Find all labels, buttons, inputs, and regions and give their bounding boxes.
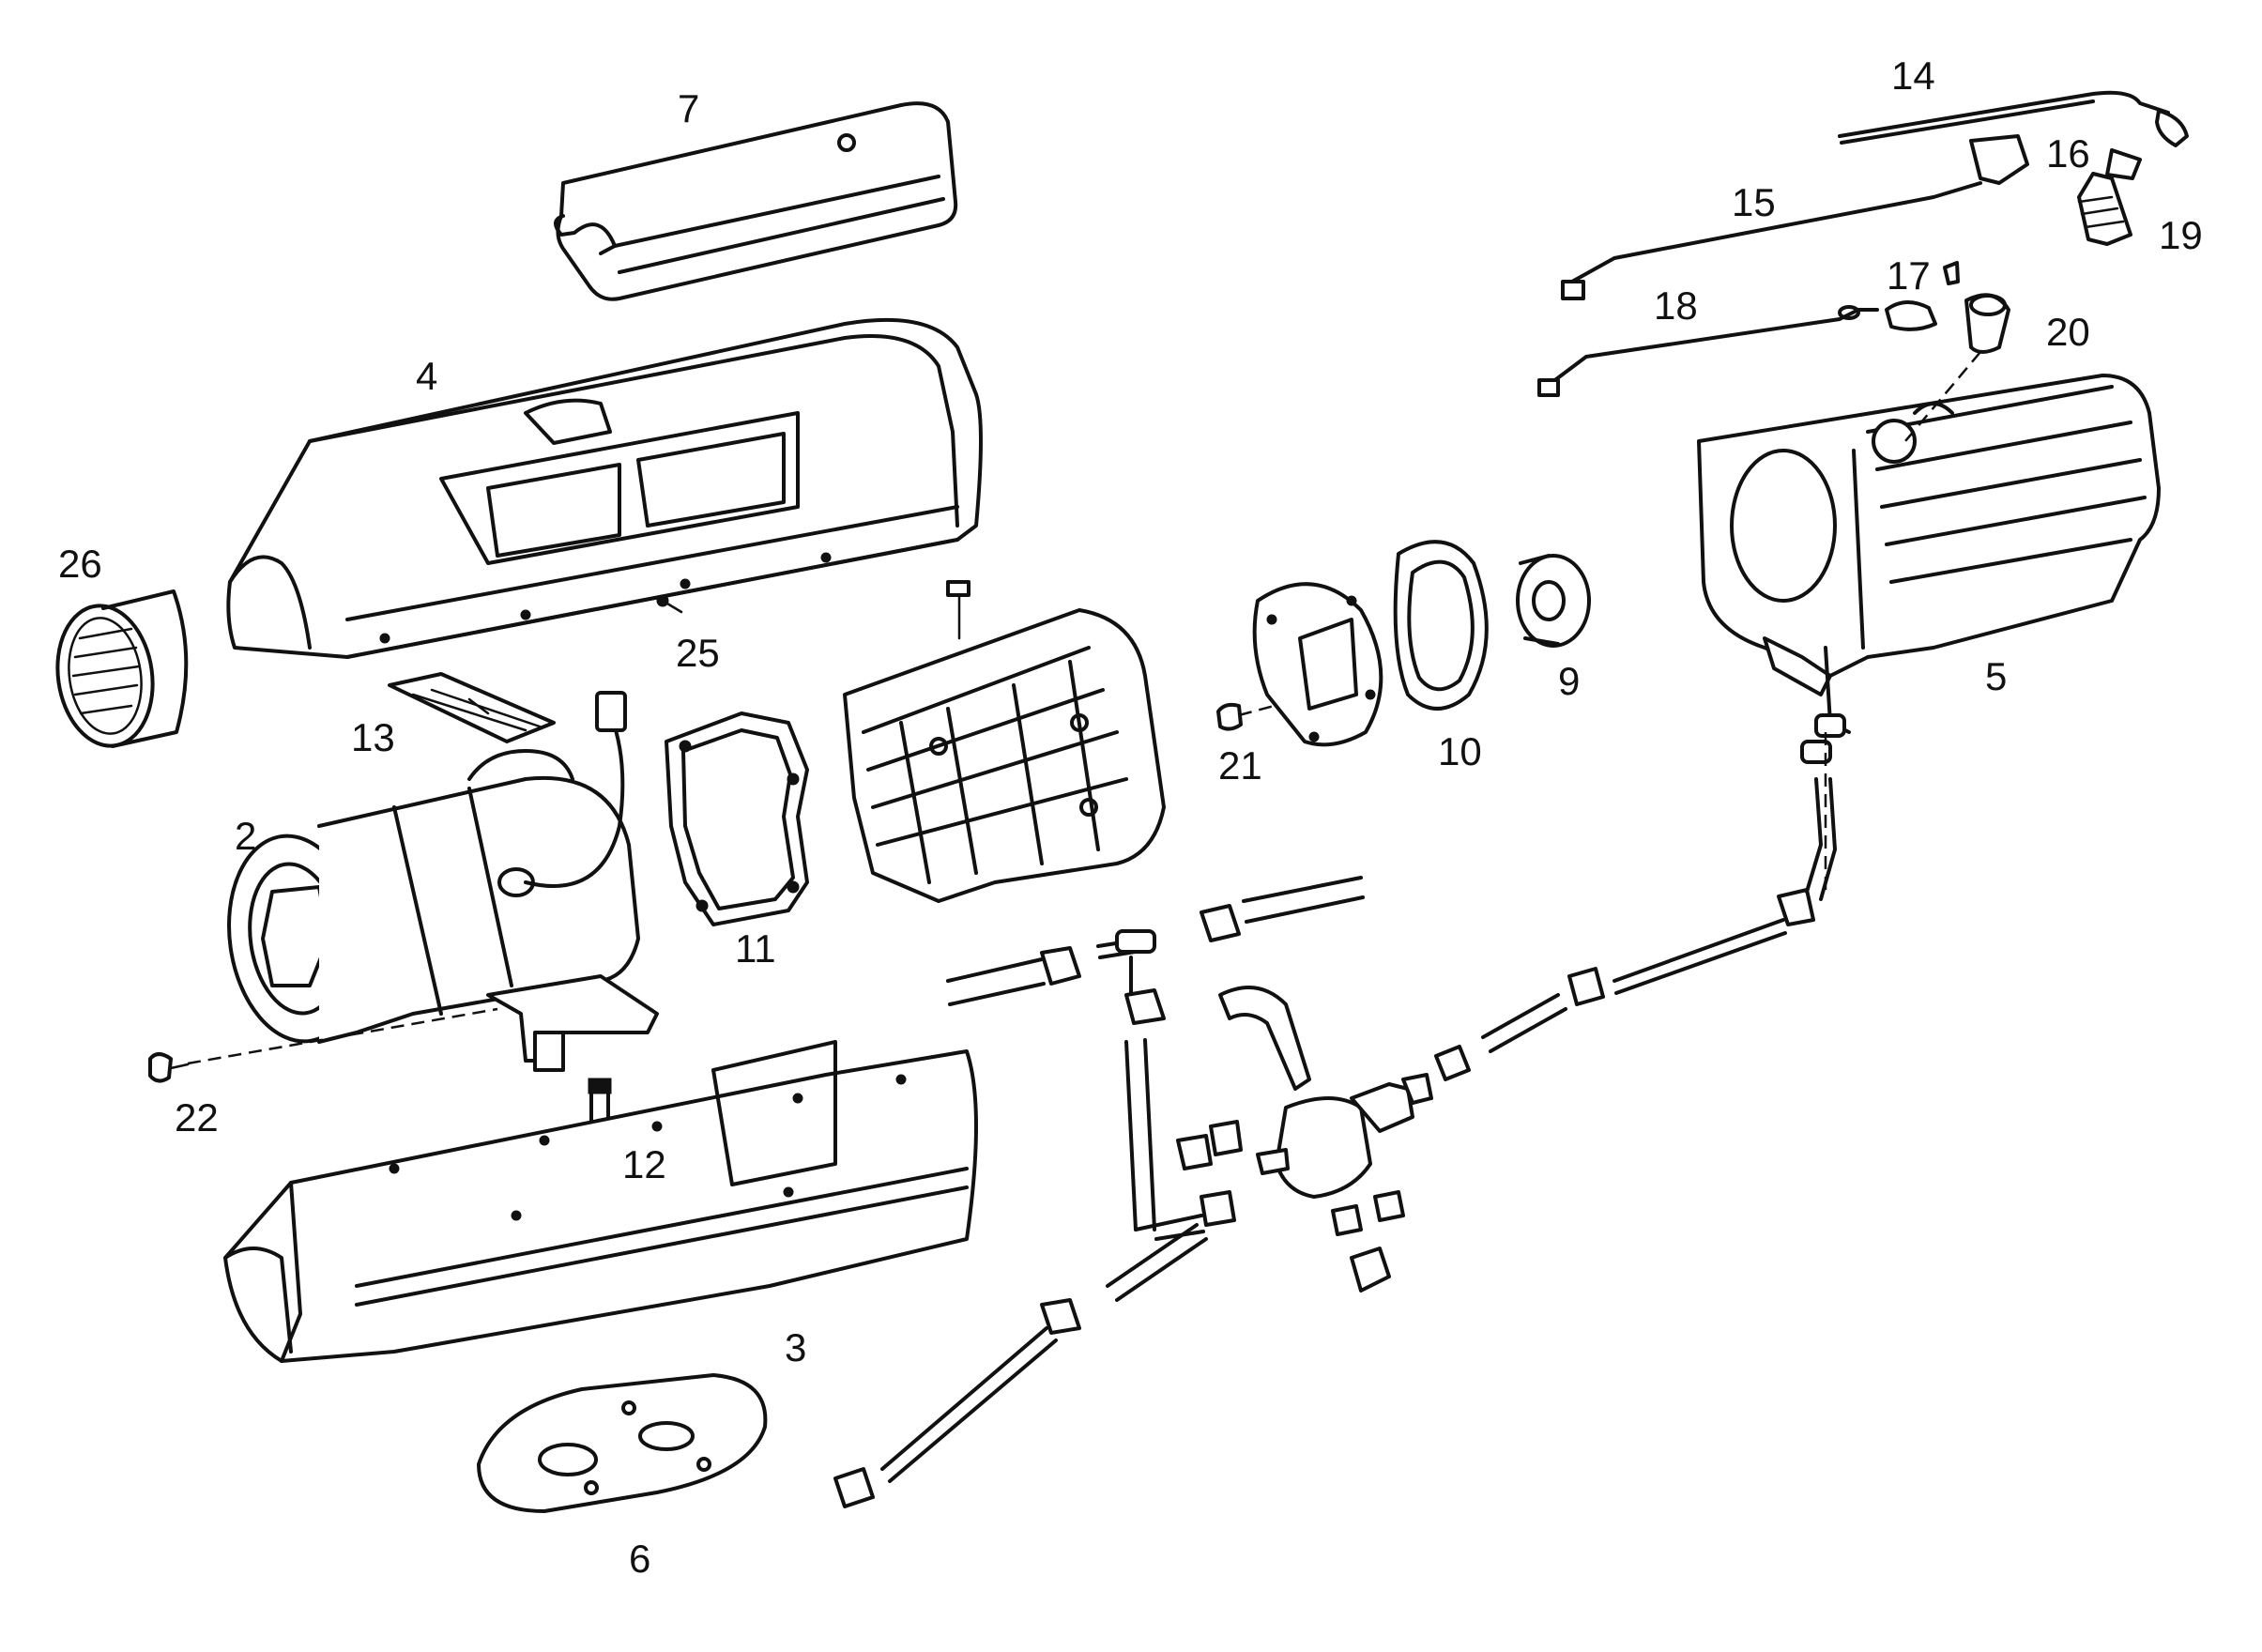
callout-18: 18	[1654, 283, 1698, 328]
callout-5: 5	[1985, 654, 2007, 698]
callout-20: 20	[2046, 310, 2090, 354]
burner-flange-plate	[1252, 582, 1383, 747]
callout-12: 12	[622, 1142, 666, 1186]
callout-6: 6	[629, 1537, 650, 1581]
part-15-sensor-cable	[1561, 134, 2029, 300]
callout-11: 11	[735, 926, 776, 971]
callout-15: 15	[1732, 180, 1776, 224]
callout-7: 7	[678, 86, 699, 130]
part-20-grommet	[1904, 293, 2010, 442]
part-22-screw	[148, 1007, 498, 1083]
part-13-control-board	[388, 672, 556, 743]
part-21-screw	[1216, 683, 1353, 731]
part-17-sensor	[1885, 261, 1960, 331]
heat-exchanger	[843, 580, 1166, 903]
callout-10: 10	[1438, 729, 1482, 773]
part-18-cable	[1537, 305, 1879, 397]
part-4-upper-housing	[226, 317, 983, 659]
part-5-combustion-housing	[1697, 374, 2161, 738]
part-6-base-gasket	[477, 1373, 768, 1513]
part-25-screw	[656, 594, 683, 614]
callout-14: 14	[1891, 54, 1935, 98]
part-10-ring-gasket	[1393, 540, 1489, 711]
callout-13: 13	[351, 715, 395, 759]
part-3-lower-housing	[223, 1040, 978, 1363]
callout-16: 16	[2046, 131, 2090, 176]
callout-21: 21	[1218, 743, 1262, 788]
callout-4: 4	[416, 354, 437, 398]
part-9-seal-ring	[1516, 554, 1591, 648]
part-26-grille-cap	[55, 589, 189, 748]
callout-17: 17	[1887, 253, 1931, 298]
part-11-gasket	[665, 711, 809, 926]
callout-9: 9	[1558, 659, 1580, 703]
part-19-threaded-sensor	[2077, 148, 2142, 246]
part-14-cable	[1838, 90, 2189, 147]
fuel-line-system	[833, 732, 1837, 1508]
callout-labels: 2 3 4 5 6 7 9 10 11 12 13 14 15 16 17 18…	[58, 54, 2203, 1581]
callout-25: 25	[676, 631, 720, 675]
callout-26: 26	[58, 542, 102, 586]
callout-3: 3	[785, 1325, 806, 1369]
callout-2: 2	[235, 814, 256, 858]
part-2-blower-motor	[227, 691, 659, 1072]
callout-19: 19	[2159, 213, 2203, 257]
part-7-top-cover	[554, 101, 958, 301]
callout-22: 22	[175, 1095, 219, 1140]
